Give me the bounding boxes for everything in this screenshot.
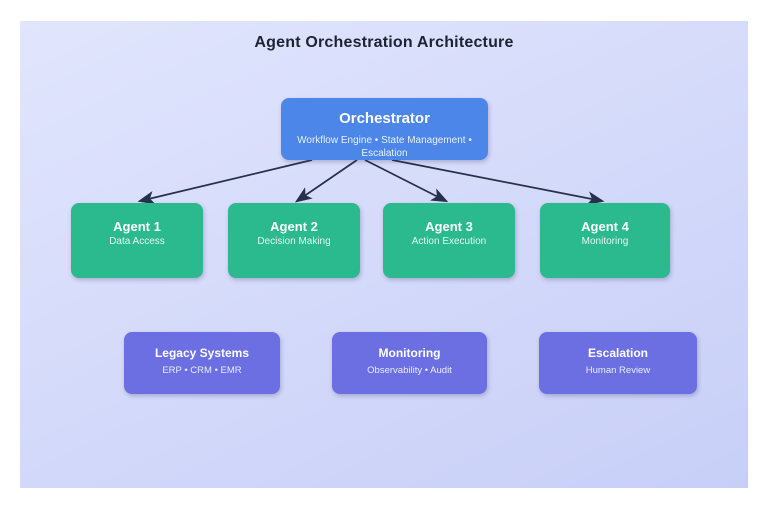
node-agent-3-title: Agent 3 xyxy=(425,219,473,234)
arrow-orchestrator-agent1 xyxy=(137,159,313,205)
node-legacy-systems-subtitle: ERP • CRM • EMR xyxy=(162,365,242,376)
node-agent-1-subtitle: Data Access xyxy=(109,236,165,247)
diagram-title: Agent Orchestration Architecture xyxy=(254,34,514,51)
node-orchestrator-subtitle: Workflow Engine • State Management • Esc… xyxy=(297,135,472,159)
node-orchestrator: Orchestrator Workflow Engine • State Man… xyxy=(281,98,488,160)
node-orchestrator-title: Orchestrator xyxy=(339,110,430,127)
node-agent-2-title: Agent 2 xyxy=(270,219,318,234)
arrow-orchestrator-agent2 xyxy=(294,159,358,203)
arrow-orchestrator-agent4 xyxy=(391,159,605,205)
node-agent-3: Agent 3 Action Execution xyxy=(383,203,515,278)
node-agent-1-title: Agent 1 xyxy=(113,219,161,234)
node-agent-3-subtitle: Action Execution xyxy=(411,236,487,247)
node-escalation-subtitle: Human Review xyxy=(585,365,651,376)
node-monitoring-title: Monitoring xyxy=(378,346,441,360)
node-agent-4-title: Agent 4 xyxy=(581,219,629,234)
node-agent-4: Agent 4 Monitoring xyxy=(540,203,670,278)
node-agent-2-subtitle: Decision Making xyxy=(257,236,331,247)
node-legacy-systems-title: Legacy Systems xyxy=(154,346,250,360)
node-escalation-title: Escalation xyxy=(587,346,649,360)
node-agent-2: Agent 2 Decision Making xyxy=(228,203,360,278)
node-monitoring: Monitoring Observability • Audit xyxy=(332,332,487,394)
diagram-canvas: Agent Orchestration Architecture Orchest… xyxy=(20,21,748,488)
node-agent-1: Agent 1 Data Access xyxy=(71,203,203,278)
node-escalation: Escalation Human Review xyxy=(539,332,697,394)
node-monitoring-subtitle: Observability • Audit xyxy=(367,365,452,376)
node-legacy-systems: Legacy Systems ERP • CRM • EMR xyxy=(124,332,280,394)
node-agent-4-subtitle: Monitoring xyxy=(581,236,629,247)
arrow-orchestrator-agent3 xyxy=(364,159,449,203)
